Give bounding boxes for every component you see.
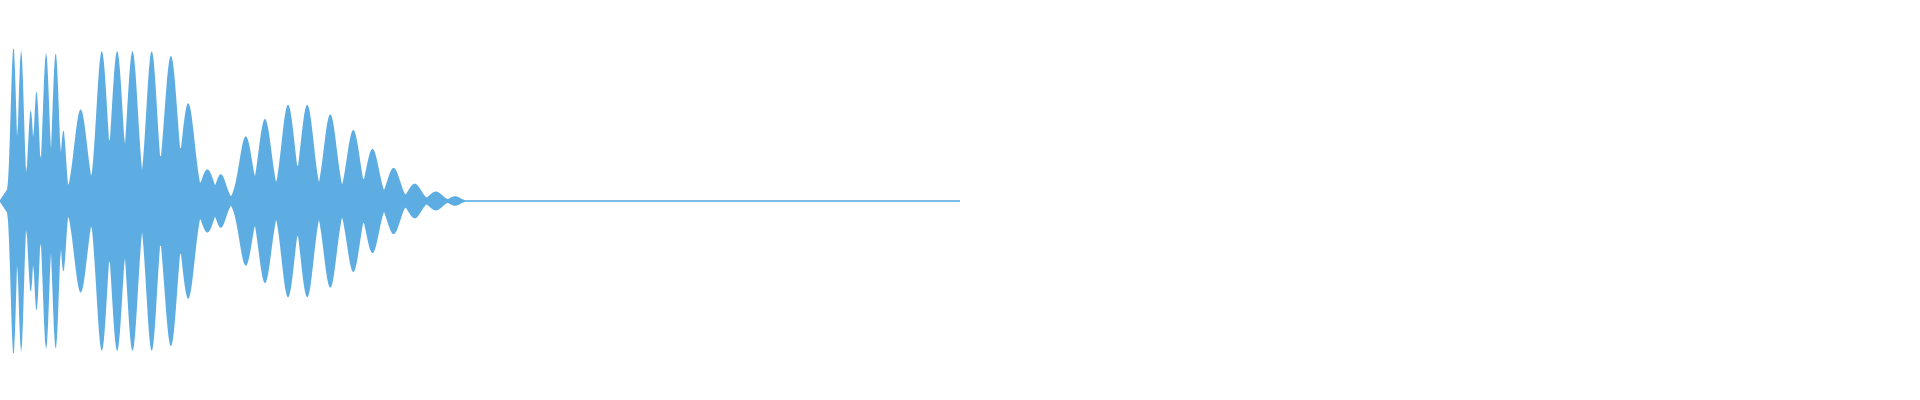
waveform-graphic <box>0 48 960 354</box>
